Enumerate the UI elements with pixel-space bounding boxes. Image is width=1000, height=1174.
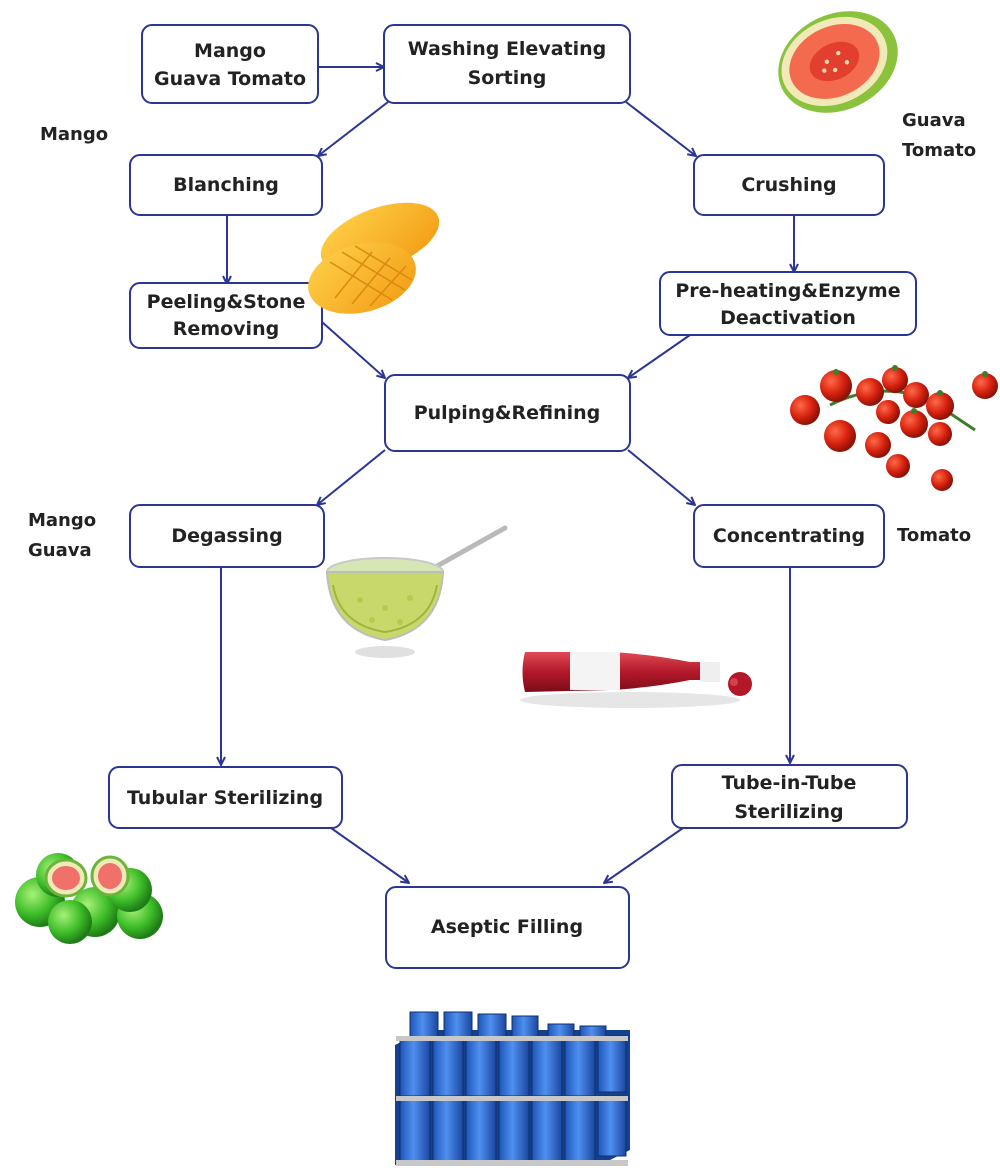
arrow-washing-to-crushing: [625, 101, 696, 156]
node-pulping-label: Pulping&Refining: [414, 402, 601, 424]
node-input-line-2: Guava Tomato: [154, 68, 306, 90]
node-pulping: Pulping&Refining: [384, 374, 631, 452]
mango-icon: [308, 202, 440, 314]
node-input-line-1: Mango: [194, 40, 266, 62]
blue-drums-icon: [395, 1011, 630, 1166]
node-crushing-label: Crushing: [741, 174, 836, 196]
arrow-pulping-to-concentrating: [627, 449, 695, 505]
node-aseptic: Aseptic Filling: [385, 886, 630, 969]
arrow-washing-to-blanching: [318, 101, 389, 156]
node-blanching-label: Blanching: [173, 174, 279, 196]
arrows: [221, 67, 794, 883]
node-input: Mango Guava Tomato: [141, 24, 319, 104]
node-washing: Washing Elevating Sorting: [383, 24, 631, 104]
puree-bowl-icon: [325, 525, 508, 658]
side-label-tomato: Tomato: [897, 525, 971, 546]
node-degassing-label: Degassing: [171, 525, 282, 547]
arrow-tube-in-tube-to-aseptic: [604, 827, 684, 883]
side-label-mango: Mango: [40, 124, 108, 145]
node-tube-in-tube: Tube-in-Tube Sterilizing: [671, 764, 908, 829]
node-peeling: Peeling&Stone Removing: [129, 282, 323, 349]
node-crushing: Crushing: [693, 154, 885, 216]
tomatoes-icon: [790, 365, 998, 491]
arrow-peeling-to-pulping: [321, 321, 385, 378]
node-degassing: Degassing: [129, 504, 325, 568]
node-tube-in-tube-line-1: Tube-in-Tube: [722, 772, 857, 794]
node-washing-line-2: Sorting: [468, 67, 547, 89]
guava-half-icon: [778, 11, 898, 113]
node-tubular-label: Tubular Sterilizing: [127, 787, 323, 809]
node-peeling-line-1: Peeling&Stone: [147, 291, 306, 313]
node-tubular: Tubular Sterilizing: [108, 766, 343, 829]
arrow-pulping-to-degassing: [317, 449, 386, 505]
side-label-tomato-top: Tomato: [902, 140, 976, 161]
side-label-guava: Guava: [902, 110, 966, 131]
node-preheating: Pre-heating&Enzyme Deactivation: [659, 271, 917, 336]
arrow-preheating-to-pulping: [628, 334, 691, 378]
arrow-tubular-to-aseptic: [330, 827, 409, 883]
ketchup-bottle-icon: [520, 652, 752, 708]
side-label-guava-lower: Guava: [28, 540, 92, 561]
node-peeling-line-2: Removing: [173, 318, 279, 340]
node-washing-line-1: Washing Elevating: [408, 38, 607, 60]
side-label-mango-lower: Mango: [28, 510, 96, 531]
node-concentrating-label: Concentrating: [713, 525, 865, 547]
node-preheating-line-2: Deactivation: [720, 307, 856, 329]
node-tube-in-tube-line-2: Sterilizing: [734, 801, 843, 823]
node-aseptic-label: Aseptic Filling: [431, 916, 583, 938]
node-blanching: Blanching: [129, 154, 323, 216]
guava-pile-icon: [15, 853, 163, 944]
node-preheating-line-1: Pre-heating&Enzyme: [675, 280, 900, 302]
node-concentrating: Concentrating: [693, 504, 885, 568]
